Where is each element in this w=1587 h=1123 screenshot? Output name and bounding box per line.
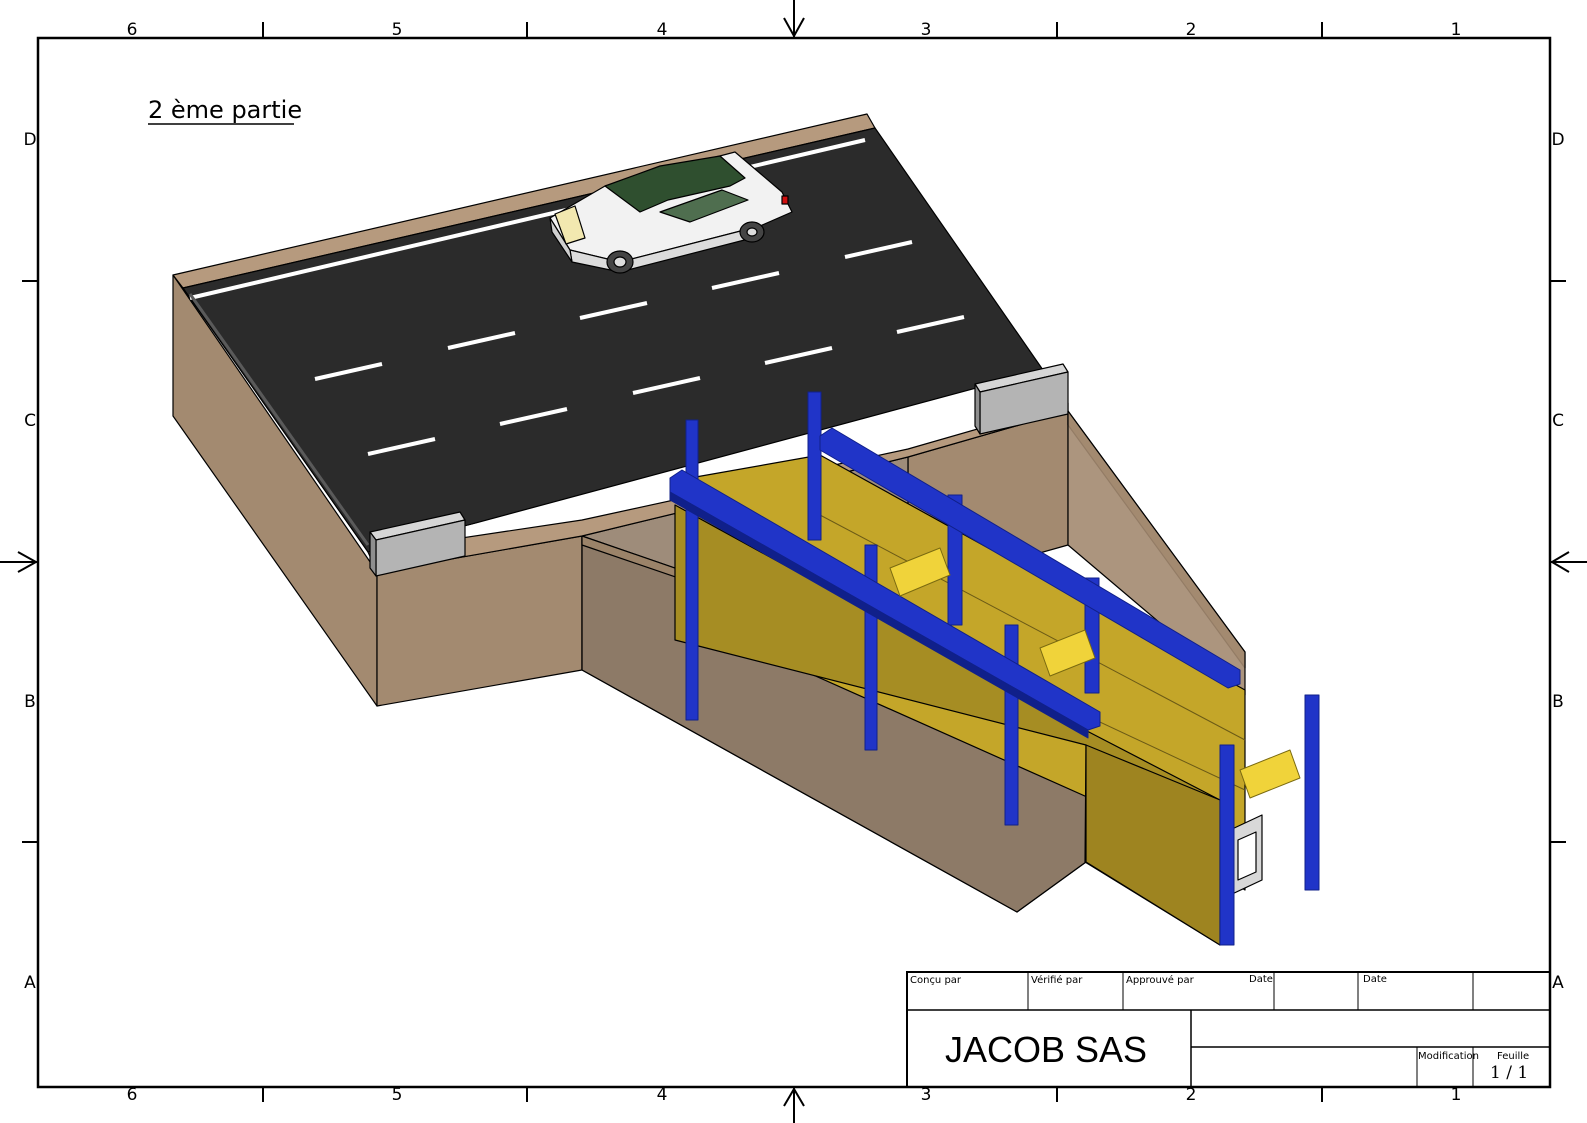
zone-label-top-2: 2 [1186, 20, 1197, 40]
designed-by-label: Conçu par [910, 975, 962, 986]
date-label-1: Date [1249, 974, 1273, 985]
center-mark-left [0, 551, 39, 573]
road-kerb-left [188, 293, 370, 546]
spreaders [889, 547, 1301, 799]
title-block [906, 971, 1551, 1088]
zone-label-top-3: 3 [921, 20, 932, 40]
zone-label-left-A: A [24, 973, 36, 993]
center-mark-bottom [783, 1087, 805, 1123]
zone-label-right-D: D [1551, 130, 1564, 150]
car [549, 151, 793, 274]
zone-label-bottom-6: 6 [127, 1085, 138, 1105]
isometric-scene [172, 113, 1320, 946]
zone-label-bottom-3: 3 [921, 1085, 932, 1105]
zone-label-left-B: B [24, 692, 36, 712]
curb-right [974, 363, 1069, 435]
zone-label-bottom-1: 1 [1451, 1085, 1462, 1105]
zone-label-right-C: C [1552, 411, 1564, 431]
zone-label-bottom-4: 4 [657, 1085, 668, 1105]
walers [669, 427, 1241, 739]
modification-label: Modification [1418, 1051, 1479, 1062]
zone-label-top-6: 6 [127, 20, 138, 40]
zone-label-bottom-5: 5 [392, 1085, 403, 1105]
sheet-number: 1 / 1 [1490, 1063, 1528, 1083]
part-title: 2 ème partie [148, 96, 302, 124]
zone-label-left-C: C [24, 411, 36, 431]
company-name: JACOB SAS [945, 1029, 1147, 1070]
date-label-2: Date [1363, 974, 1387, 985]
zone-label-top-4: 4 [657, 20, 668, 40]
road-edge-line-front [464, 396, 1001, 530]
lane-markings [314, 240, 965, 456]
center-mark-right [1550, 551, 1587, 573]
zone-label-top-5: 5 [392, 20, 403, 40]
center-mark-top [783, 0, 805, 39]
zone-label-right-B: B [1552, 692, 1564, 712]
zone-label-bottom-2: 2 [1186, 1085, 1197, 1105]
checked-by-label: Vérifié par [1031, 974, 1083, 986]
approved-by-label: Approuvé par [1126, 974, 1195, 986]
curb-left [369, 511, 466, 577]
sheet-label: Feuille [1497, 1051, 1529, 1062]
zone-label-left-D: D [23, 130, 36, 150]
zone-label-top-1: 1 [1451, 20, 1462, 40]
trench-end-box [1229, 814, 1263, 896]
zone-label-right-A: A [1552, 973, 1564, 993]
